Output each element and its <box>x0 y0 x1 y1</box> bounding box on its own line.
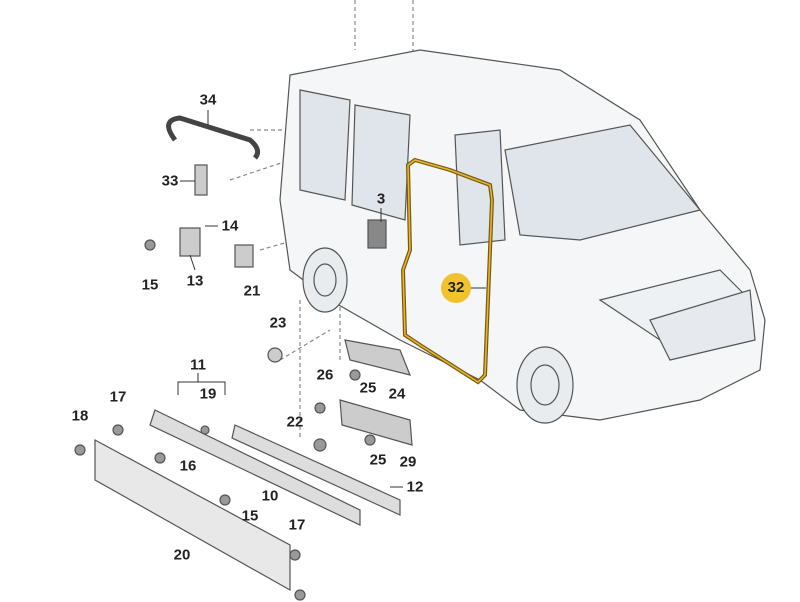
part-label-10[interactable]: 10 <box>261 487 279 505</box>
part-label-34[interactable]: 34 <box>199 91 217 109</box>
part-label-24[interactable]: 24 <box>388 385 406 403</box>
part-label-33[interactable]: 33 <box>161 172 179 190</box>
part-label-17[interactable]: 17 <box>109 388 127 406</box>
part-label-23[interactable]: 23 <box>269 314 287 332</box>
part-label-3[interactable]: 3 <box>376 190 386 208</box>
part-label-17b[interactable]: 17 <box>288 516 306 534</box>
part-label-12[interactable]: 12 <box>406 478 424 496</box>
part-label-19[interactable]: 19 <box>199 385 217 403</box>
part-label-22[interactable]: 22 <box>286 413 304 431</box>
part-label-14[interactable]: 14 <box>221 217 239 235</box>
part-label-25[interactable]: 25 <box>359 379 377 397</box>
part-label-25b[interactable]: 25 <box>369 451 387 469</box>
part-label-11[interactable]: 11 <box>190 356 206 374</box>
part-label-15[interactable]: 15 <box>141 276 159 294</box>
part-label-26[interactable]: 26 <box>316 366 334 384</box>
part-label-18[interactable]: 18 <box>71 407 89 425</box>
part-label-29[interactable]: 29 <box>399 453 417 471</box>
part-label-15b[interactable]: 15 <box>241 507 259 525</box>
part-label-21[interactable]: 21 <box>243 282 261 300</box>
part-label-32-highlighted[interactable]: 32 <box>441 273 471 303</box>
part-label-13[interactable]: 13 <box>186 272 204 290</box>
part-label-20[interactable]: 20 <box>173 546 191 564</box>
part-label-16[interactable]: 16 <box>179 457 197 475</box>
